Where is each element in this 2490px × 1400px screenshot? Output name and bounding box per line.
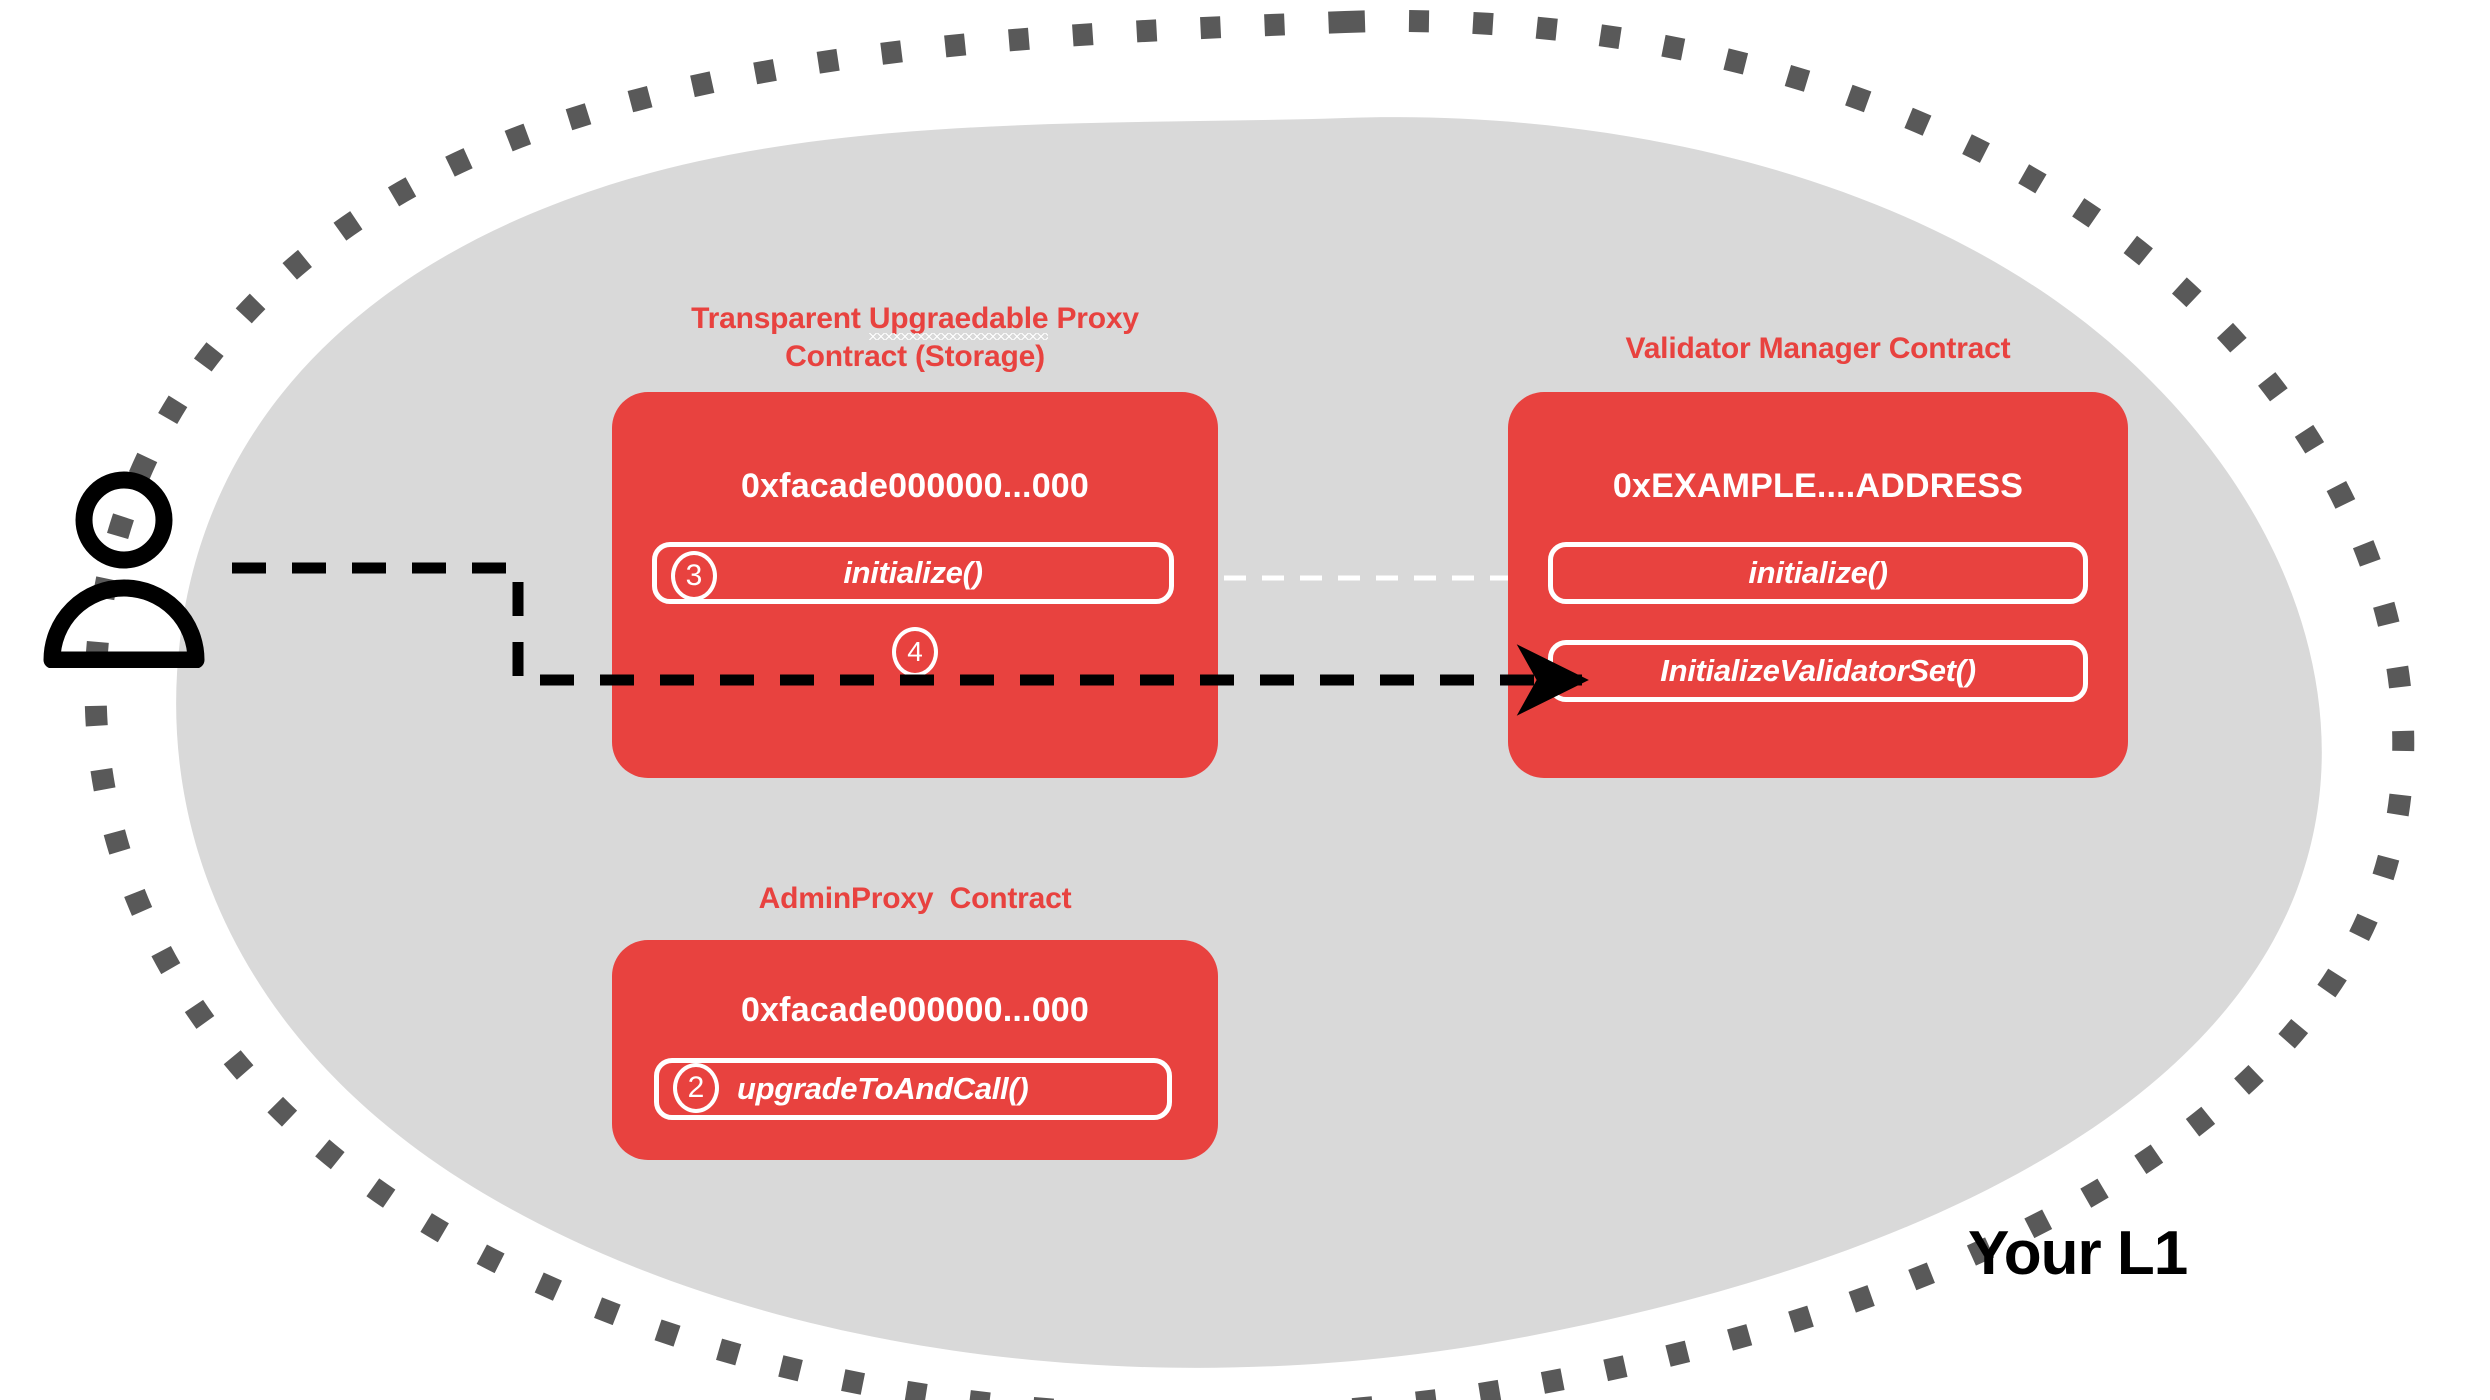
method-label-manager-initialize: initialize() xyxy=(1748,555,1888,590)
contract-address-validator-manager: 0xEXAMPLE....ADDRESS xyxy=(1612,467,2024,505)
card-body-validator-manager: 0xEXAMPLE....ADDRESS initialize() Initia… xyxy=(1508,392,2128,778)
method-row-initialize[interactable]: 3 initialize() xyxy=(652,542,1174,604)
card-admin-proxy: AdminProxy Contract 0xfacade000000...000… xyxy=(612,880,1218,1230)
user-person-icon xyxy=(43,471,205,668)
method-row-upgrade-to-and-call[interactable]: 2 upgradeToAndCall() xyxy=(654,1058,1172,1120)
title-text-misspelled: Upgraedable xyxy=(868,300,1049,340)
region-label-your-l1: Your L1 xyxy=(1968,1219,2188,1288)
method-label-upgrade-to-and-call: upgradeToAndCall() xyxy=(737,1071,1029,1106)
method-row-initialize-validator-set[interactable]: InitializeValidatorSet() xyxy=(1548,640,2088,702)
title-text-line2: Contract (Storage) xyxy=(785,340,1045,373)
card-title-validator-manager: Validator Manager Contract xyxy=(1625,332,2011,365)
method-label-initialize: initialize() xyxy=(843,555,983,590)
step-badge-2: 2 xyxy=(673,1063,719,1113)
method-label-initialize-validator-set: InitializeValidatorSet() xyxy=(1660,653,1976,688)
step-badge-4: 4 xyxy=(892,627,938,677)
method-row-manager-initialize[interactable]: initialize() xyxy=(1548,542,2088,604)
card-body-admin-proxy: 0xfacade000000...000 2 upgradeToAndCall(… xyxy=(612,940,1218,1160)
card-title-admin-proxy: AdminProxy Contract xyxy=(758,882,1072,915)
step-badge-3: 3 xyxy=(671,551,717,601)
title-text-post: Proxy xyxy=(1048,302,1139,335)
card-validator-manager: Validator Manager Contract 0xEXAMPLE....… xyxy=(1508,300,2128,778)
contract-address-transparent-proxy: 0xfacade000000...000 xyxy=(740,467,1090,505)
title-text-pre: Transparent xyxy=(691,302,869,335)
card-body-transparent-proxy: 0xfacade000000...000 3 initialize() 4 xyxy=(612,392,1218,778)
contract-address-admin-proxy: 0xfacade000000...000 xyxy=(740,991,1090,1029)
